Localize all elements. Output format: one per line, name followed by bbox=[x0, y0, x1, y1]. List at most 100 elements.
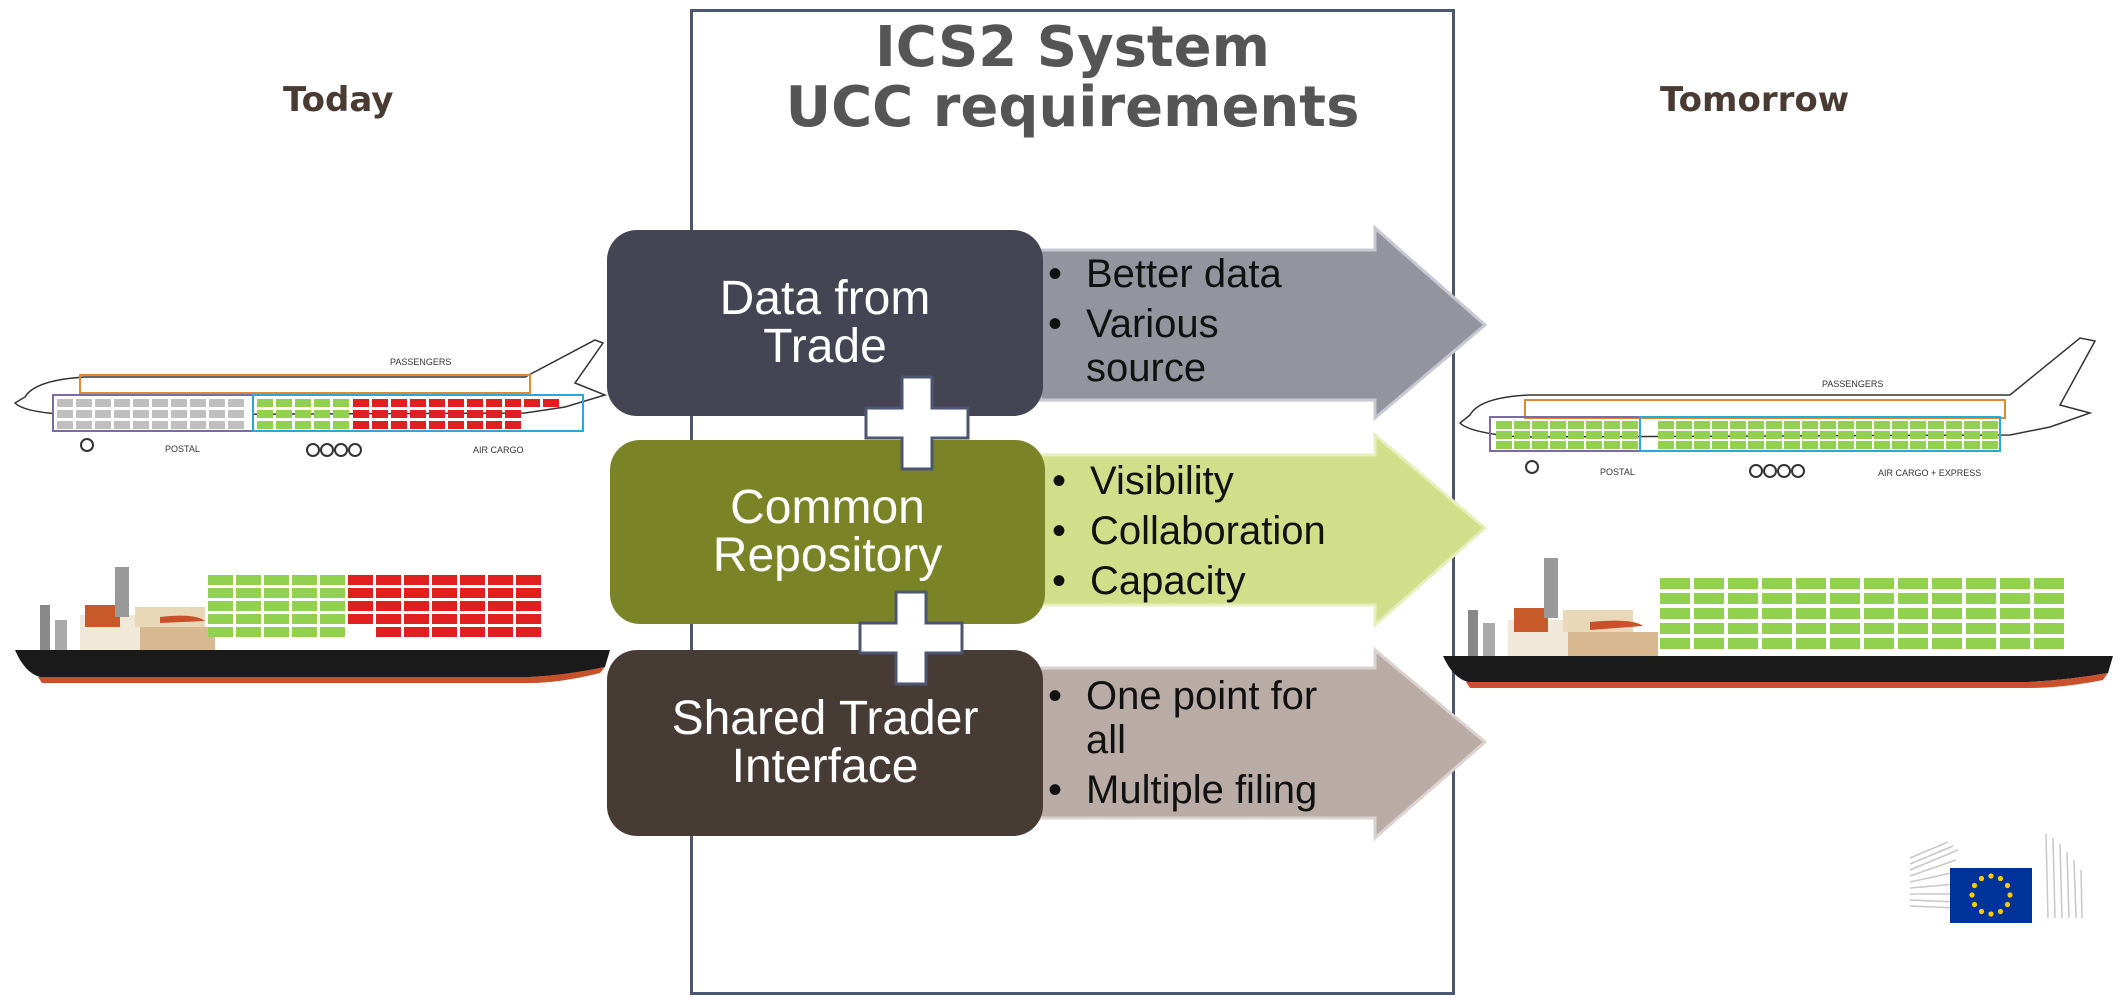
container-block bbox=[1864, 593, 1894, 604]
aircraft-tomorrow: PASSENGERS POSTAL AIR CARGO + EXPRESS bbox=[1458, 337, 2097, 478]
container-block bbox=[1694, 431, 1710, 439]
container-block bbox=[429, 399, 445, 407]
container-block bbox=[1830, 638, 1860, 649]
container-block bbox=[1622, 441, 1638, 449]
container-block bbox=[1762, 623, 1792, 634]
pillar-shared-trader-interface: Shared Trader Interface bbox=[607, 650, 1043, 836]
container-block bbox=[1728, 593, 1758, 604]
container-block bbox=[505, 399, 521, 407]
title-line-2: UCC requirements bbox=[785, 75, 1360, 140]
container-block bbox=[410, 410, 426, 418]
bullet-item-continuation: source bbox=[1086, 346, 1207, 390]
container-block bbox=[1748, 421, 1764, 429]
eu-star-icon bbox=[1997, 908, 2004, 915]
container-block bbox=[1676, 441, 1692, 449]
eu-star-icon bbox=[2004, 901, 2011, 908]
container-block bbox=[404, 588, 429, 598]
pillar-title-line-2: Trade bbox=[763, 320, 887, 373]
aircraft-passengers-label: PASSENGERS bbox=[1822, 379, 1883, 389]
container-block bbox=[488, 601, 513, 611]
container-block bbox=[2000, 593, 2030, 604]
container-block bbox=[429, 421, 445, 429]
container-block bbox=[460, 627, 485, 637]
container-block bbox=[1932, 638, 1962, 649]
container-block bbox=[1762, 593, 1792, 604]
container-block bbox=[1762, 578, 1792, 589]
container-block bbox=[1658, 431, 1674, 439]
container-block bbox=[1964, 421, 1980, 429]
container-block bbox=[1946, 441, 1962, 449]
aircraft-postal-label: POSTAL bbox=[1600, 467, 1635, 477]
container-block bbox=[1730, 441, 1746, 449]
container-block bbox=[1838, 431, 1854, 439]
container-block bbox=[2034, 623, 2064, 634]
container-block bbox=[1928, 421, 1944, 429]
container-block bbox=[333, 399, 349, 407]
container-block bbox=[152, 421, 168, 429]
container-block bbox=[1856, 441, 1872, 449]
container-block bbox=[133, 421, 149, 429]
container-block bbox=[1550, 421, 1566, 429]
container-block bbox=[292, 588, 317, 598]
container-block bbox=[1964, 441, 1980, 449]
container-block bbox=[410, 421, 426, 429]
container-block bbox=[467, 410, 483, 418]
container-block bbox=[95, 410, 111, 418]
container-block bbox=[1660, 608, 1690, 619]
container-block bbox=[372, 399, 388, 407]
container-block bbox=[1892, 441, 1908, 449]
bullet-item: Visibility bbox=[1052, 456, 1326, 506]
eu-star-icon bbox=[2004, 882, 2011, 889]
eu-logo bbox=[1909, 833, 2083, 923]
container-block bbox=[486, 399, 502, 407]
container-block bbox=[1550, 441, 1566, 449]
container-block bbox=[292, 627, 317, 637]
container-block bbox=[264, 601, 289, 611]
container-block bbox=[353, 421, 369, 429]
container-block bbox=[543, 399, 559, 407]
container-block bbox=[190, 410, 206, 418]
container-block bbox=[1784, 441, 1800, 449]
pillar-title-line-1: Data from bbox=[719, 272, 931, 325]
container-block bbox=[257, 410, 273, 418]
container-block bbox=[1762, 638, 1792, 649]
container-block bbox=[516, 575, 541, 585]
container-block bbox=[1660, 578, 1690, 589]
aircraft-today: PASSENGERS POSTAL AIR CARGO bbox=[13, 339, 608, 457]
bullets-common-repository: Visibility Collaboration Capacity bbox=[1052, 456, 1326, 606]
container-block bbox=[1622, 431, 1638, 439]
container-block bbox=[1676, 421, 1692, 429]
container-block bbox=[1796, 623, 1826, 634]
container-block bbox=[1910, 431, 1926, 439]
container-block bbox=[1838, 421, 1854, 429]
container-block bbox=[57, 399, 73, 407]
container-block bbox=[76, 399, 92, 407]
container-block bbox=[1928, 431, 1944, 439]
container-block bbox=[432, 575, 457, 585]
container-block bbox=[1892, 431, 1908, 439]
container-block bbox=[516, 627, 541, 637]
container-block bbox=[372, 410, 388, 418]
container-block bbox=[488, 627, 513, 637]
container-block bbox=[376, 601, 401, 611]
container-block bbox=[333, 421, 349, 429]
container-block bbox=[152, 410, 168, 418]
container-block bbox=[505, 410, 521, 418]
container-block bbox=[516, 614, 541, 624]
pillar-title-line-1: Shared Trader bbox=[671, 692, 979, 745]
container-block bbox=[333, 410, 349, 418]
container-block bbox=[1660, 593, 1690, 604]
container-block bbox=[264, 614, 289, 624]
container-block bbox=[1892, 421, 1908, 429]
container-block bbox=[429, 410, 445, 418]
container-block bbox=[1796, 578, 1826, 589]
container-block bbox=[209, 410, 225, 418]
container-block bbox=[467, 399, 483, 407]
container-block bbox=[1932, 593, 1962, 604]
container-block bbox=[1802, 431, 1818, 439]
bullet-item: Multiple filing bbox=[1048, 768, 1317, 812]
container-block bbox=[1982, 441, 1998, 449]
container-block bbox=[1660, 623, 1690, 634]
container-block bbox=[292, 601, 317, 611]
container-block bbox=[1532, 421, 1548, 429]
